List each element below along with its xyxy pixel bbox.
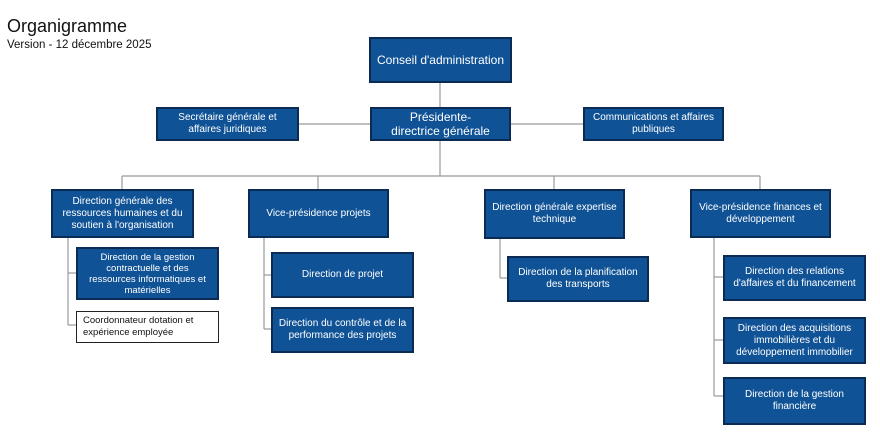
node-board-label: Conseil d'administration — [376, 53, 505, 67]
node-real-estate-label: Direction des acquisitions immobilières … — [736, 322, 853, 358]
node-president-label: Présidente- directrice générale — [391, 110, 490, 138]
node-president: Présidente- directrice générale — [370, 107, 511, 141]
node-control-direction-label: Direction du contrôle et de la performan… — [278, 318, 407, 341]
node-transport-planning-label: Direction de la planification des transp… — [518, 267, 638, 290]
node-control-direction: Direction du contrôle et de la performan… — [271, 307, 414, 353]
node-financial-management-label: Direction de la gestion financière — [745, 389, 844, 412]
node-expertise-direction-label: Direction générale expertise technique — [492, 202, 617, 225]
node-secretary: Secrétaire générale et affaires juridiqu… — [156, 107, 299, 141]
node-contract-direction-label: Direction de la gestion contractuelle et… — [89, 251, 206, 296]
page-title: Organigramme — [7, 16, 128, 36]
node-communications: Communications et affaires publiques — [583, 107, 724, 141]
node-expertise-direction: Direction générale expertise technique — [484, 189, 625, 239]
node-hr-direction-label: Direction générale des ressources humain… — [62, 195, 183, 231]
node-contract-direction: Direction de la gestion contractuelle et… — [76, 247, 219, 300]
node-vp-projects-label: Vice-présidence projets — [266, 207, 371, 219]
node-real-estate: Direction des acquisitions immobilières … — [723, 317, 866, 364]
node-vp-finance-label: Vice-présidence finances et développemen… — [699, 201, 822, 225]
node-project-direction: Direction de projet — [271, 252, 414, 298]
node-secretary-label: Secrétaire générale et affaires juridiqu… — [178, 112, 277, 135]
node-hr-direction: Direction générale des ressources humain… — [51, 189, 194, 238]
node-coordinator-label: Coordonnateur dotation et expérience emp… — [83, 315, 194, 338]
node-vp-finance: Vice-présidence finances et développemen… — [690, 189, 831, 238]
node-business-relations: Direction des relations d'affaires et du… — [723, 255, 866, 301]
node-transport-planning: Direction de la planification des transp… — [507, 256, 649, 302]
node-vp-projects: Vice-présidence projets — [248, 189, 389, 238]
node-communications-label: Communications et affaires publiques — [593, 112, 714, 135]
version-label: Version - 12 décembre 2025 — [7, 39, 152, 51]
node-financial-management: Direction de la gestion financière — [723, 377, 866, 425]
node-business-relations-label: Direction des relations d'affaires et du… — [733, 266, 856, 289]
node-coordinator: Coordonnateur dotation et expérience emp… — [76, 311, 219, 343]
node-project-direction-label: Direction de projet — [301, 269, 384, 280]
node-board: Conseil d'administration — [369, 37, 512, 83]
